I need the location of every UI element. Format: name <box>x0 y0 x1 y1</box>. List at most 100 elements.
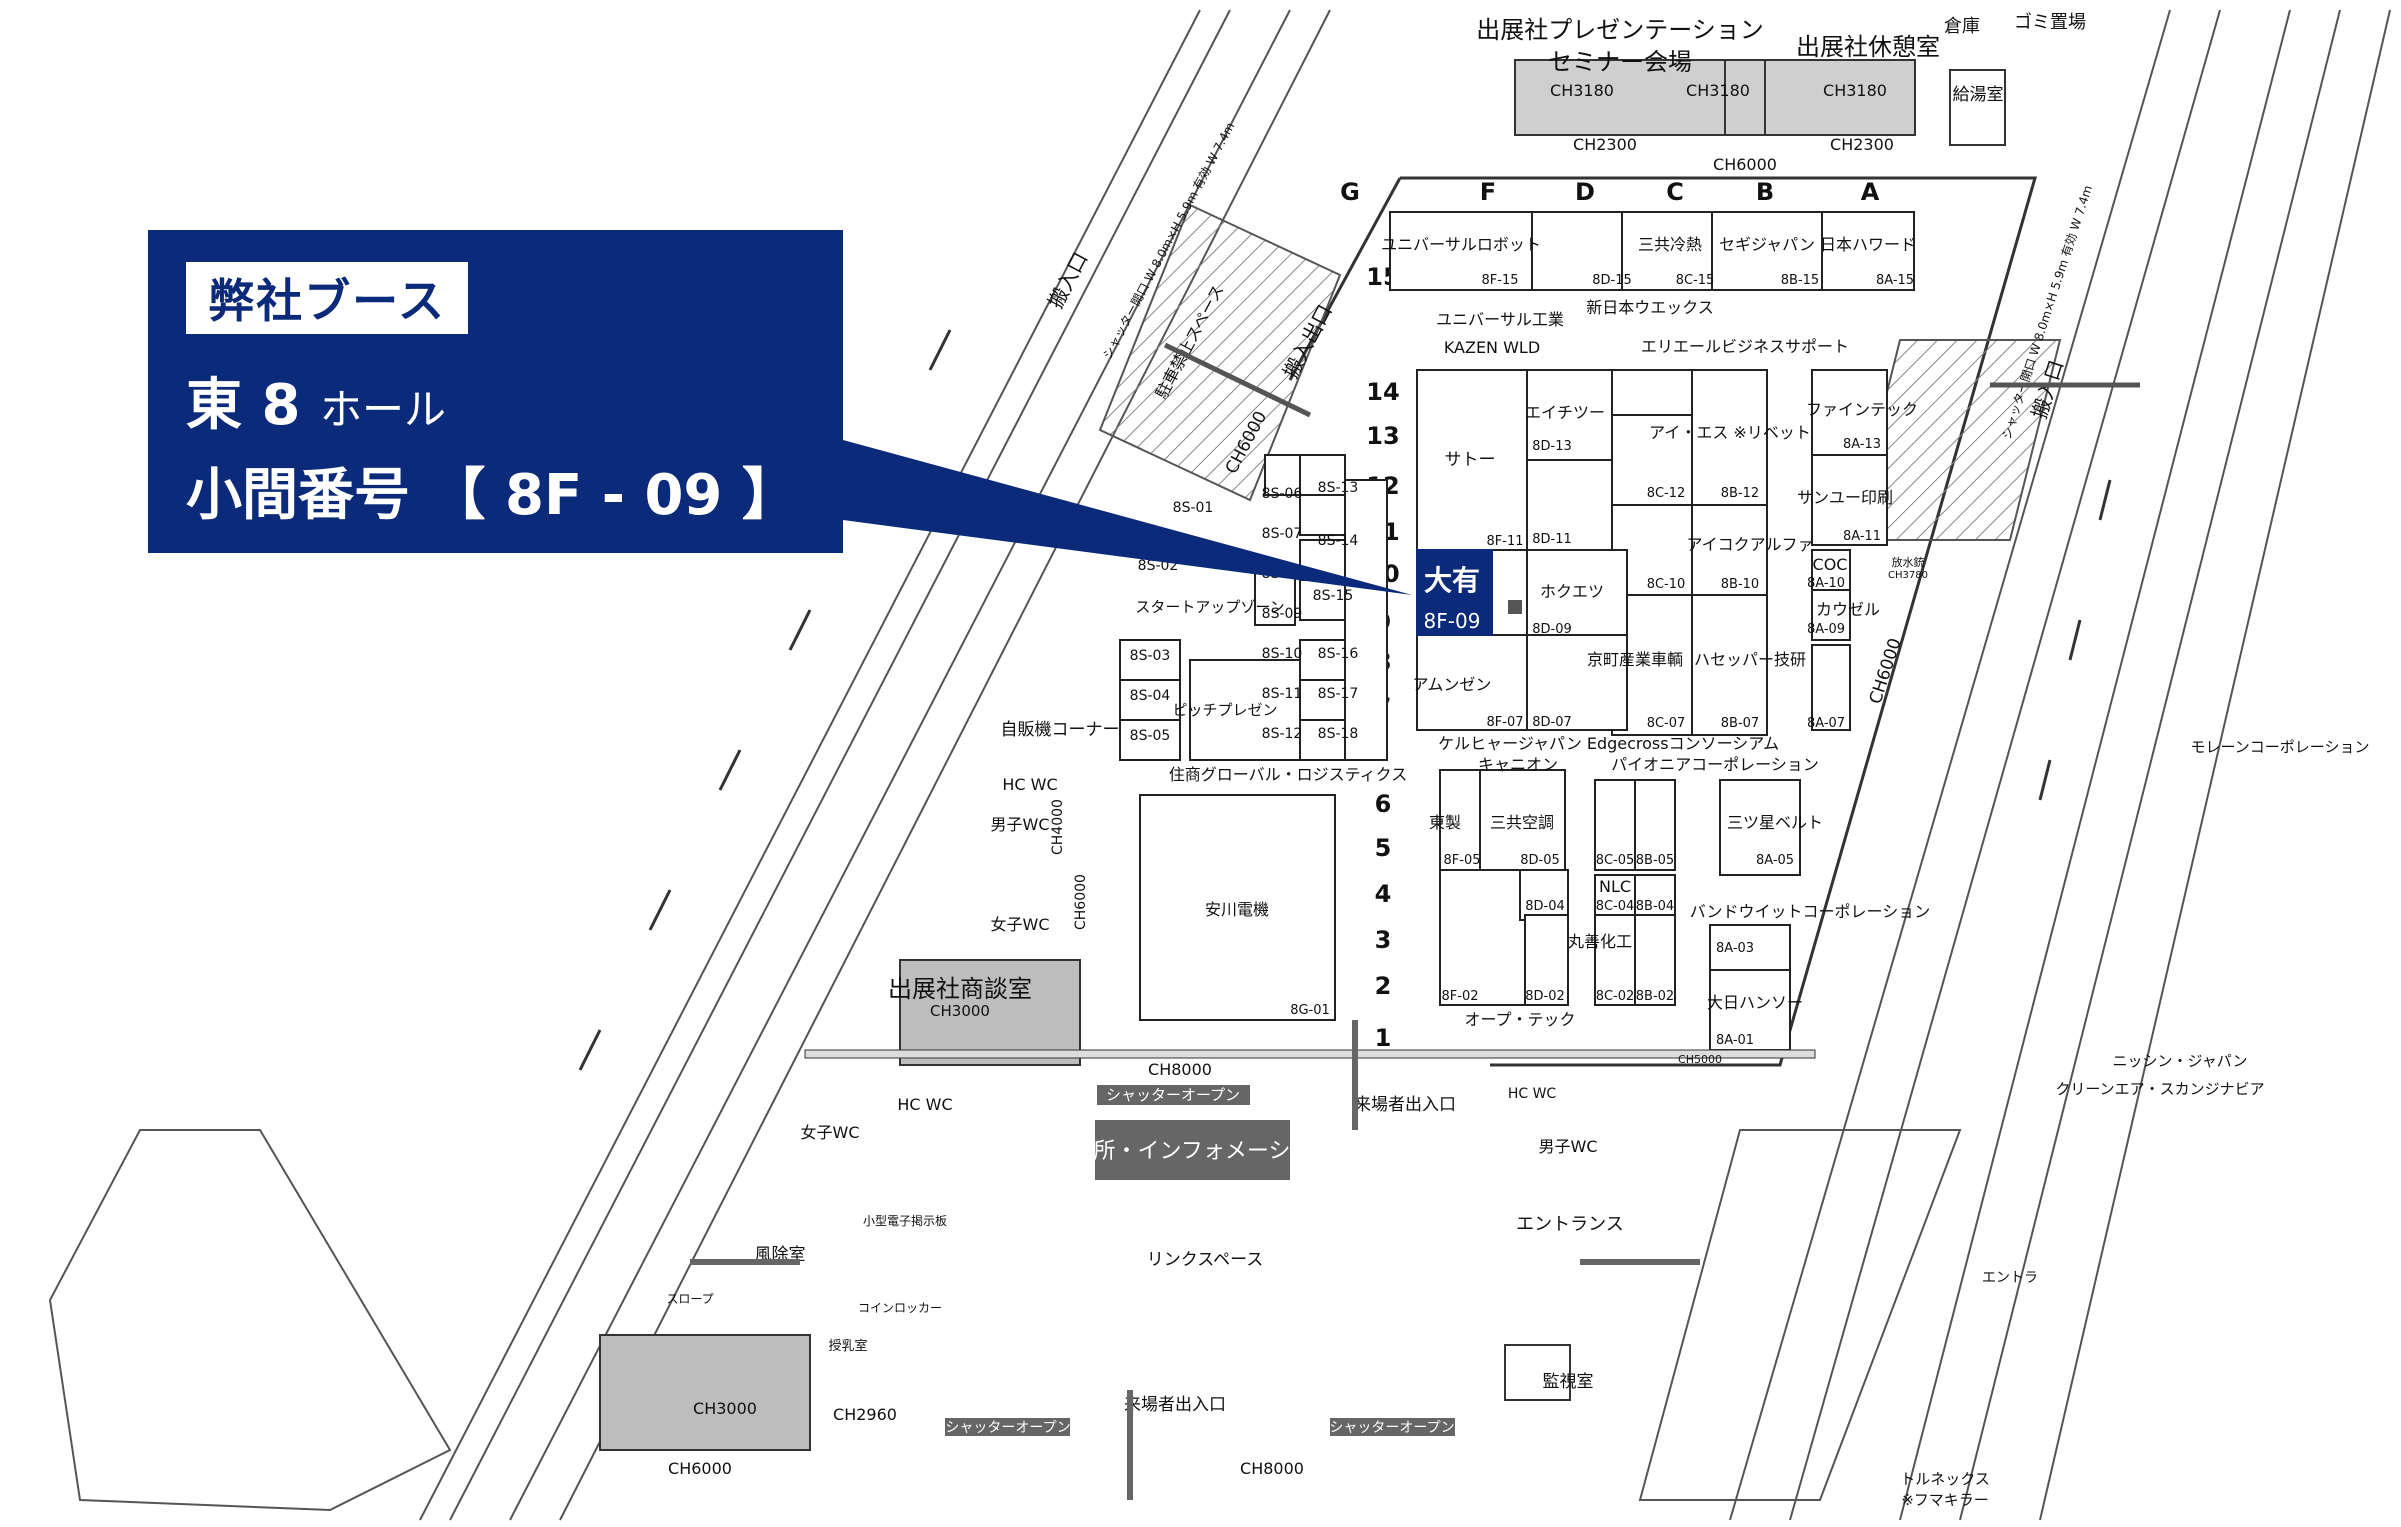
presentation-room-label: 出展社プレゼンテーション <box>1476 16 1764 44</box>
ch4000-label: CH4000 <box>1050 799 1066 855</box>
exhibitor-name: セギジャパン <box>1719 235 1815 254</box>
external-toru: トルネックス <box>1900 1470 1990 1488</box>
booth-code: 8G-01 <box>1290 1003 1330 1018</box>
booth-code: 8B-04 <box>1636 899 1674 914</box>
column-label-g: G <box>1340 178 1360 206</box>
booth-code: 8D-02 <box>1525 989 1565 1004</box>
row-label-14: 14 <box>1366 378 1399 406</box>
loading-in-label-left: 搬入口 <box>1043 248 1092 312</box>
shutter-open-label-1: シャッターオープン <box>1106 1086 1240 1104</box>
small-booth-8s-17: 8S-17 <box>1318 686 1359 702</box>
exhibitor-name: エイチツー <box>1525 403 1605 422</box>
external-moreen: モレーンコーポレーション <box>2191 738 2370 756</box>
hc-wc-label: HC WC <box>1002 775 1057 794</box>
exhibitor-name: アイコクアルファ <box>1686 535 1813 554</box>
exhibitor-name: 新日本ウエックス <box>1586 298 1714 317</box>
booth-outlines <box>1139 211 1915 1051</box>
exhibitor-name: ユニバーサルロボット <box>1381 235 1541 254</box>
highlight-booth-marker <box>1508 600 1522 614</box>
row-label-13: 13 <box>1366 422 1399 450</box>
ch3780-label: CH3780 <box>1888 570 1928 581</box>
booth-code: 8C-07 <box>1647 716 1686 731</box>
booth-code: 8C-12 <box>1647 486 1686 501</box>
hall-suffix: ホール <box>319 385 446 434</box>
booth-code: 8D-13 <box>1532 439 1572 454</box>
exhibitor-name: Edgecrossコンソーシアム <box>1587 734 1779 753</box>
row-label-1: 1 <box>1375 1024 1392 1052</box>
exhibitor-name: アムンゼン <box>1413 675 1492 694</box>
exhibitor-name: 東製 <box>1429 813 1461 832</box>
shutter-open-label-3: シャッターオープン <box>1329 1420 1454 1436</box>
booth-code: 8A-10 <box>1807 576 1845 591</box>
exhibitor-name: キャニオン <box>1478 755 1558 774</box>
small-booth-8s-13: 8S-13 <box>1318 480 1359 496</box>
external-toru-note: ※フマキラー <box>1901 1491 1989 1509</box>
small-booth-8s-06: 8S-06 <box>1262 486 1303 502</box>
callout-pointer <box>843 440 1412 595</box>
small-booth-8s-16: 8S-16 <box>1318 646 1359 662</box>
pitch-label: ピッチプレゼン <box>1172 701 1277 719</box>
ch6000-label-left: CH6000 <box>1073 874 1089 930</box>
flow-arrows <box>690 1020 1700 1500</box>
highlight-booth[interactable]: 大有 8F-09 <box>1416 549 1522 636</box>
booth-code: 8A-09 <box>1807 622 1845 637</box>
rest-room-label: 出展社休憩室 <box>1796 33 1940 61</box>
exhibitor-name: 大日ハンソー <box>1707 993 1803 1012</box>
entrance-label: エントランス <box>1516 1214 1624 1235</box>
row-label-6: 6 <box>1375 790 1392 818</box>
ch6000-label-right: CH6000 <box>1866 636 1906 707</box>
exhibitor-name: NLC <box>1599 877 1631 896</box>
booth-code: 8C-05 <box>1596 853 1635 868</box>
column-label-a: A <box>1861 178 1880 206</box>
shutter-open-label-2: シャッターオープン <box>945 1420 1070 1436</box>
top-rooms: 出展社プレゼンテーション セミナー会場 出展社休憩室 倉庫 ゴミ置場 給湯室 C… <box>1476 12 2086 174</box>
booth-code: 8D-04 <box>1525 899 1565 914</box>
vending-label: 自販機コーナー <box>1001 720 1120 740</box>
exhibitor-name: ファインテック <box>1806 400 1918 419</box>
exhibitor-name: 三ツ星ベルト <box>1727 813 1823 832</box>
exhibitor-name: 安川電機 <box>1205 900 1269 919</box>
external-labels: モレーンコーポレーション ニッシン・ジャパン クリーンエア・スカンジナビア トル… <box>1900 738 2369 1509</box>
booth-code: 8B-02 <box>1636 989 1674 1004</box>
small-booth-8s-04: 8S-04 <box>1130 688 1171 704</box>
booth-code: 8A-11 <box>1843 529 1881 544</box>
highlight-booth-box <box>1416 549 1493 636</box>
ch3180-label-2: CH3180 <box>1686 81 1750 100</box>
exhibitor-name: 京町産業車輌 <box>1587 650 1683 669</box>
exhibitor-name: 日本ハワード <box>1820 235 1916 254</box>
link-space-label: リンクスペース <box>1147 1250 1263 1270</box>
seminar-hall-label: セミナー会場 <box>1548 48 1692 76</box>
booth-code: 8B-07 <box>1721 716 1759 731</box>
exhibitor-name: 三共空調 <box>1490 813 1554 832</box>
ch8000-label-1: CH8000 <box>1148 1060 1212 1079</box>
small-booth-8s-10: 8S-10 <box>1262 646 1303 662</box>
monitor-room-label: 監視室 <box>1543 1372 1594 1392</box>
exhibitor-name: アイ・エス ※リベット <box>1649 423 1811 442</box>
left-facilities: 出展社商談室 CH3000 自販機コーナー HC WC 男子WC 女子WC CH… <box>888 720 1120 1066</box>
booth-code: 8A-07 <box>1807 716 1845 731</box>
exhibitor-name: ハセッパー技研 <box>1694 650 1806 669</box>
small-booth-8s-03: 8S-03 <box>1130 648 1171 664</box>
booth-code: 8A-15 <box>1876 273 1914 288</box>
column-label-b: B <box>1756 178 1774 206</box>
exhibitor-name: 住商グローバル・ロジスティクス <box>1169 765 1407 784</box>
booth-label: 小間番号 <box>186 463 410 528</box>
row-label-5: 5 <box>1375 834 1392 862</box>
booth-code: 8A-03 <box>1716 941 1754 956</box>
hc-wc-label-2: HC WC <box>897 1095 952 1114</box>
column-label-f: F <box>1480 178 1496 206</box>
highlight-booth-name: 大有 <box>1424 564 1480 597</box>
female-wc-label-2: 女子WC <box>801 1123 860 1142</box>
booth-callout: 弊社ブース 東 8 ホール 小間番号 【 8F - 09 】 <box>148 230 843 553</box>
exhibitor-labels: ユニバーサルロボット 8F-15 8D-15 三共冷熱 8C-15 セギジャパン… <box>1169 235 1930 1048</box>
exhibitor-name: サンユー印刷 <box>1797 488 1893 507</box>
booth-code: 8C-10 <box>1647 577 1686 592</box>
row-label-2: 2 <box>1375 972 1392 1000</box>
visitor-entrance-label-2: 来場者出入口 <box>1124 1395 1226 1415</box>
booth-code: 8F-15 <box>1482 273 1519 288</box>
startup-zone-label: スタートアップゾーン <box>1135 598 1284 616</box>
callout-tag: 弊社ブース <box>186 262 468 334</box>
nursing-label: 授乳室 <box>828 1338 867 1354</box>
entrance-short-label: エントラ <box>1982 1270 2038 1286</box>
booth-code: 8F-02 <box>1442 989 1479 1004</box>
